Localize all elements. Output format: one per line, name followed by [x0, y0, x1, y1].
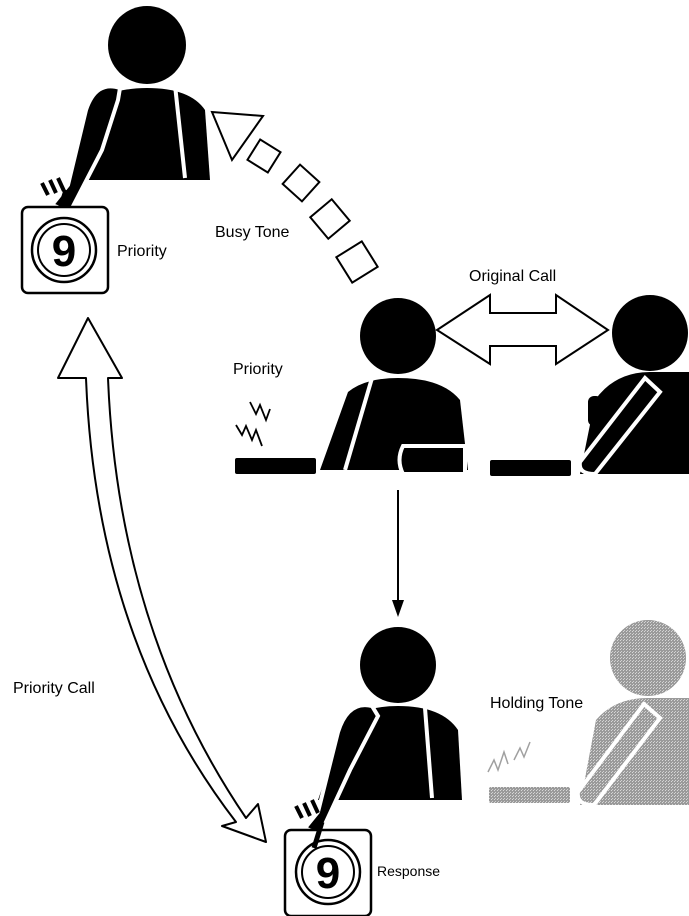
held-party-figure — [575, 620, 689, 808]
called-party-telephone — [235, 458, 316, 474]
called-party-head — [360, 298, 436, 374]
responder-head — [360, 627, 436, 703]
responder-fingers — [294, 799, 320, 819]
held-ring-icon — [487, 741, 531, 773]
response-label: Response — [377, 863, 440, 879]
original-party-arm — [577, 375, 663, 477]
caller-top-head — [108, 6, 186, 84]
response-key-digit: 9 — [316, 849, 340, 898]
response-key-inner-ring — [301, 845, 355, 899]
ring-zigzag-icon — [235, 401, 271, 447]
caller-top-arm — [48, 84, 123, 215]
responder-figure — [294, 627, 462, 838]
busy-tone-segment-4 — [334, 239, 380, 285]
busy-tone-arrowhead — [210, 110, 265, 163]
called-party-forearm — [397, 444, 467, 476]
priority-call-arrow — [57, 317, 267, 843]
priority-key-top-digit: 9 — [52, 227, 76, 276]
priority-label-top: Priority — [117, 243, 167, 260]
caller-top-fingers — [40, 177, 66, 196]
original-party-figure — [577, 295, 689, 477]
held-party-arm — [575, 701, 663, 808]
original-party-hand — [588, 396, 602, 426]
called-party-arm-gap — [343, 377, 374, 471]
priority-call-label: Priority Call — [13, 680, 95, 697]
busy-tone-segment-3 — [308, 197, 352, 241]
responder-arm — [301, 703, 381, 838]
caller-top-figure — [40, 6, 210, 217]
priority-key-top[interactable]: 9 — [20, 205, 110, 295]
original-party-telephone — [490, 460, 571, 476]
original-call-label: Original Call — [469, 268, 556, 285]
busy-tone-label: Busy Tone — [215, 224, 290, 241]
held-party-telephone — [489, 787, 570, 803]
responder-finger-press — [311, 821, 325, 849]
busy-tone-segment-1 — [246, 138, 282, 174]
priority-key-top-inner-ring — [37, 223, 91, 277]
busy-tone-segment-2 — [281, 163, 321, 203]
busy-tone-signal — [210, 110, 380, 285]
priority-label-mid: Priority — [233, 361, 283, 378]
responder-arm-gap — [423, 707, 434, 799]
called-party-figure — [320, 298, 468, 476]
transition-arrow-head — [392, 600, 404, 617]
held-party-head — [610, 620, 686, 696]
holding-tone-label: Holding Tone — [490, 695, 583, 712]
caller-top-arm-gap — [173, 84, 187, 179]
original-call-arrow — [435, 293, 610, 366]
response-key[interactable]: 9 — [283, 828, 373, 916]
original-party-head — [612, 295, 688, 371]
